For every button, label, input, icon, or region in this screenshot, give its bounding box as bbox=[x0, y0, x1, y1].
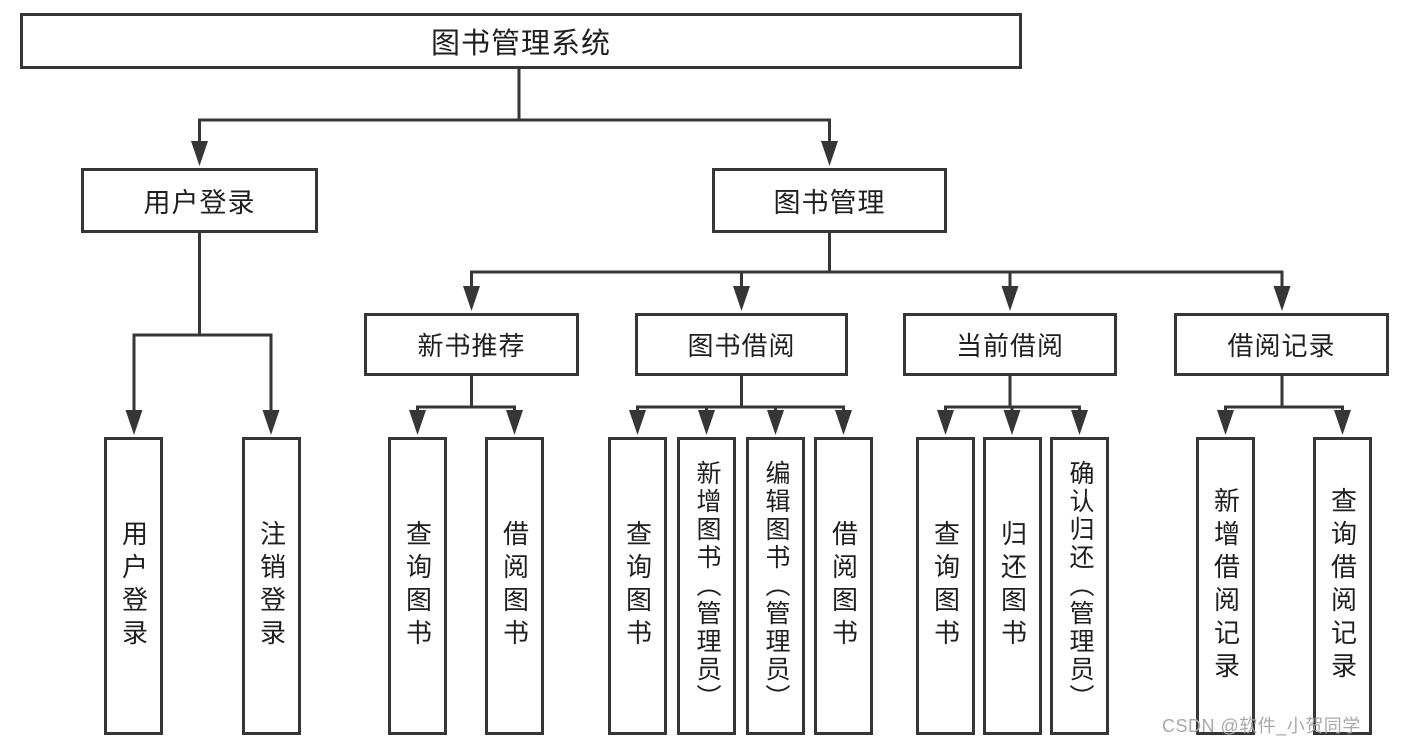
leaf-label: 查询图书 bbox=[402, 520, 433, 652]
leaf-label: 注销登录 bbox=[256, 520, 287, 652]
node-user-login: 用户登录 bbox=[81, 168, 318, 233]
node-label: 借阅记录 bbox=[1227, 331, 1336, 361]
leaf-borrow-books-recommend: 借阅图书 bbox=[485, 437, 544, 735]
arrowheads bbox=[125, 141, 1351, 435]
leaf-label: 借阅图书 bbox=[828, 520, 859, 652]
node-label: 图书借阅 bbox=[687, 331, 796, 361]
node-book-borrow: 图书借阅 bbox=[635, 313, 848, 376]
leaf-label: 查询借阅记录 bbox=[1327, 487, 1358, 685]
watermark-text: CSDN @软件_小贺同学 bbox=[1162, 716, 1361, 736]
leaf-label: 编辑图书（管理员） bbox=[762, 460, 790, 712]
node-label: 图书管理 bbox=[773, 188, 886, 218]
node-label: 当前借阅 bbox=[955, 331, 1064, 361]
leaf-edit-books-admin: 编辑图书（管理员） bbox=[746, 437, 805, 735]
leaf-label: 查询图书 bbox=[930, 520, 961, 652]
leaf-label: 确认归还（管理员） bbox=[1066, 460, 1094, 712]
node-borrow-record: 借阅记录 bbox=[1174, 313, 1389, 376]
leaf-label: 归还图书 bbox=[997, 520, 1028, 652]
node-current-borrow: 当前借阅 bbox=[903, 313, 1117, 376]
leaf-query-books-current: 查询图书 bbox=[916, 437, 975, 735]
node-label: 新书推荐 bbox=[417, 331, 526, 361]
leaf-user-login: 用户登录 bbox=[104, 437, 163, 735]
leaf-borrow-books: 借阅图书 bbox=[814, 437, 873, 735]
leaf-query-books-recommend: 查询图书 bbox=[388, 437, 447, 735]
leaf-add-books-admin: 新增图书（管理员） bbox=[677, 437, 736, 735]
node-book-management: 图书管理 bbox=[712, 168, 947, 233]
leaf-label: 用户登录 bbox=[118, 520, 149, 652]
leaf-confirm-return-admin: 确认归还（管理员） bbox=[1050, 437, 1109, 735]
leaf-return-books: 归还图书 bbox=[983, 437, 1042, 735]
node-library-management-system: 图书管理系统 bbox=[20, 13, 1022, 69]
node-new-book-recommend: 新书推荐 bbox=[364, 313, 579, 376]
leaf-logout: 注销登录 bbox=[242, 437, 301, 735]
leaf-query-books-borrow: 查询图书 bbox=[608, 437, 667, 735]
node-label: 图书管理系统 bbox=[430, 28, 611, 60]
node-label: 用户登录 bbox=[143, 188, 256, 218]
leaf-label: 新增借阅记录 bbox=[1210, 487, 1241, 685]
leaf-add-borrow-record: 新增借阅记录 bbox=[1196, 437, 1255, 735]
leaf-label: 借阅图书 bbox=[499, 520, 530, 652]
leaf-label: 新增图书（管理员） bbox=[693, 460, 721, 712]
leaf-query-borrow-record: 查询借阅记录 bbox=[1313, 437, 1372, 735]
leaf-label: 查询图书 bbox=[622, 520, 653, 652]
